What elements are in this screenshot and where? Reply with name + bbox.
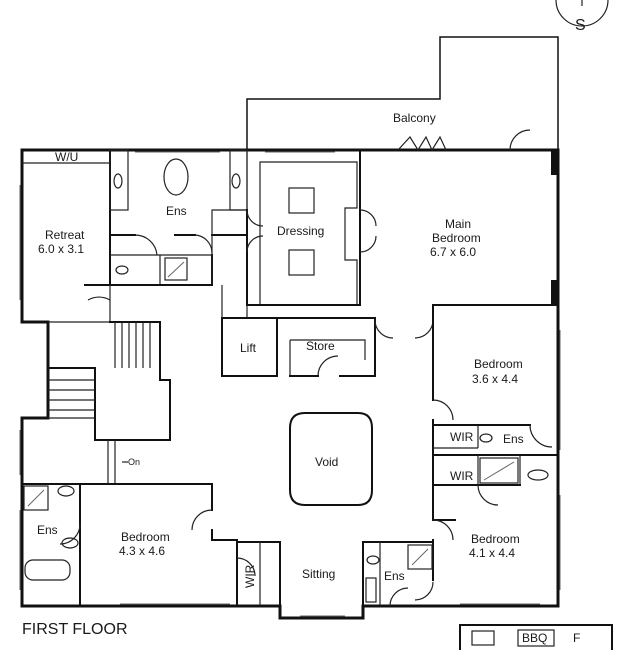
label-bedroom-bottom-size: 4.1 x 4.4: [469, 546, 515, 560]
label-main-bedroom-1: Main: [445, 217, 471, 231]
label-bedroom-left-size: 4.3 x 4.6: [119, 544, 165, 558]
label-main-bedroom-size: 6.7 x 6.0: [430, 245, 476, 259]
bedroom-left-walls: [21, 483, 281, 607]
label-ens-bottom: Ens: [384, 569, 405, 583]
label-ens-top: Ens: [166, 204, 187, 218]
label-main-bedroom-2: Bedroom: [432, 231, 481, 245]
label-retreat-size: 6.0 x 3.1: [38, 242, 84, 256]
bedroom-bottom-walls: [362, 519, 456, 607]
label-stair-note: On: [128, 457, 140, 467]
label-bedroom-right: Bedroom: [474, 357, 523, 371]
balcony-doors: [397, 129, 531, 152]
void: [289, 412, 373, 506]
label-store: Store: [306, 339, 335, 353]
label-retreat: Retreat: [45, 228, 85, 242]
lift-store: [221, 317, 434, 377]
label-lift: Lift: [240, 341, 257, 355]
label-dressing: Dressing: [277, 224, 324, 238]
label-bedroom-left: Bedroom: [121, 530, 170, 544]
label-balcony: Balcony: [393, 111, 436, 125]
balcony-outline: [246, 36, 559, 151]
dressing-room: [211, 149, 377, 319]
label-ens-right: Ens: [503, 432, 524, 446]
bedroom-right-walls: [432, 304, 559, 521]
compass-label: S: [575, 17, 586, 34]
staircase: [47, 285, 171, 484]
label-wir-right-2: WIR: [450, 469, 474, 483]
label-void: Void: [315, 455, 338, 469]
label-wu: W/U: [55, 150, 78, 164]
windows: [19, 151, 561, 617]
label-bedroom-right-size: 3.6 x 4.4: [472, 372, 518, 386]
compass: S: [555, 0, 609, 34]
label-bedroom-bottom: Bedroom: [471, 532, 520, 546]
label-wir-bottom: WIR: [243, 564, 257, 588]
retreat-room: [22, 149, 111, 301]
legend-box: [459, 624, 613, 650]
legend-f: F: [573, 631, 580, 645]
label-wir-right-1: WIR: [450, 430, 474, 444]
plan-title: FIRST FLOOR: [22, 621, 128, 638]
label-ens-left: Ens: [37, 523, 58, 537]
legend-bbq: BBQ: [522, 631, 547, 645]
label-sitting: Sitting: [302, 567, 335, 581]
